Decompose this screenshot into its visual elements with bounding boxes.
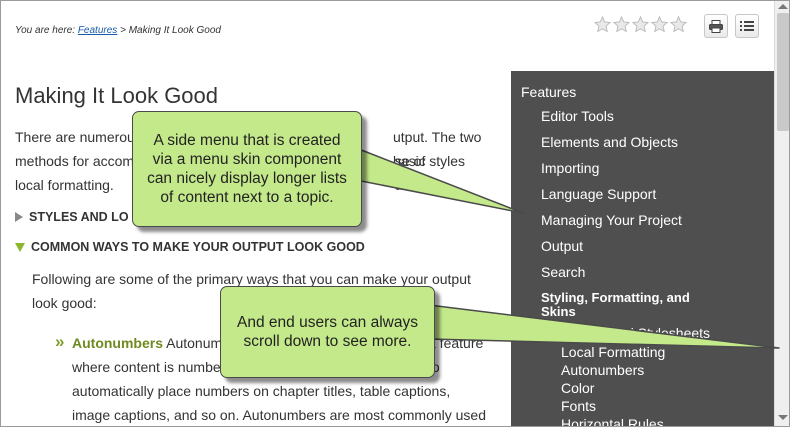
expand-arrow-icon [15,212,23,222]
intro-line-3: local formatting. [15,177,114,193]
sidemenu-item-editor-tools[interactable]: Editor Tools [541,108,614,124]
section-styles-label: STYLES AND LO [29,210,129,224]
autonumbers-line-2: where content is numbe [72,359,221,375]
sidemenu-item-importing[interactable]: Importing [541,160,600,176]
vertical-scrollbar[interactable] [774,1,789,426]
breadcrumb-current: Making It Look Good [128,25,221,36]
section-common-ways-label: COMMON WAYS TO MAKE YOUR OUTPUT LOOK GOO… [31,240,365,254]
side-menu: Features Editor Tools Elements and Objec… [511,71,774,427]
callout-side-menu: A side menu that is created via a menu s… [132,111,362,227]
sidemenu-item-language-support[interactable]: Language Support [541,186,657,202]
intro-line-1-start: There are numerou [15,129,135,145]
intro-line-2-start: methods for accom [15,153,135,169]
breadcrumb: You are here: Features > Making It Look … [15,25,221,36]
star-icon[interactable] [670,16,687,33]
sidemenu-item-local-formatting[interactable]: Local Formatting [561,344,666,360]
section-toggle-styles[interactable]: STYLES AND LO [15,210,129,224]
collapse-arrow-icon [15,242,25,252]
callout-scroll: And end users can always scroll down to … [220,286,435,378]
scroll-down-arrow-icon[interactable] [778,415,788,420]
section-toggle-common-ways[interactable]: COMMON WAYS TO MAKE YOUR OUTPUT LOOK GOO… [15,240,365,254]
autonumbers-line-4: image captions, and so on. Autonumbers a… [72,407,486,423]
autonumbers-line-1: Autonum [163,335,223,351]
scroll-up-arrow-icon[interactable] [778,4,788,9]
callout-1-pointer [350,145,524,214]
callout-side-menu-text: A side menu that is created via a menu s… [147,132,347,206]
callout-2-pointer [428,304,780,349]
sidemenu-item-color[interactable]: Color [561,380,595,396]
breadcrumb-link-features[interactable]: Features [77,25,118,36]
sidemenu-item-managing-project[interactable]: Managing Your Project [541,212,682,228]
printer-icon [709,19,723,33]
star-icon[interactable] [594,16,611,33]
bullet-arrow: » [55,332,65,351]
toc-button[interactable] [735,14,759,38]
star-icon[interactable] [651,16,668,33]
sidemenu-item-output[interactable]: Output [541,238,584,254]
sidemenu-active-line-2: Skins [541,304,576,319]
sidemenu-item-elements-objects[interactable]: Elements and Objects [541,134,678,150]
autonumbers-term: Autonumbers [72,335,163,351]
sidemenu-item-horizontal-rules[interactable]: Horizontal Rules [561,416,664,427]
print-button[interactable] [704,14,728,38]
callout-scroll-text: And end users can always scroll down to … [237,314,418,350]
sidemenu-item-features[interactable]: Features [521,84,577,100]
sidemenu-item-autonumbers[interactable]: Autonumbers [561,362,645,378]
sidemenu-item-fonts[interactable]: Fonts [561,398,597,414]
breadcrumb-prefix: You are here: [15,25,78,36]
autonumbers-paragraph: Autonumbers Autonum a feature where cont… [72,331,492,426]
sidemenu-item-styling-active[interactable]: Styling, Formatting, and Skins [541,291,690,319]
autonumbers-line-3: automatically place numbers on chapter t… [72,383,451,399]
scroll-thumb[interactable] [777,13,789,131]
following-paragraph: Following are some of the primary ways t… [32,271,471,311]
page-title: Making It Look Good [15,83,219,108]
list-icon [740,21,754,31]
star-rating[interactable] [594,16,687,33]
breadcrumb-separator: > [117,25,129,36]
star-icon[interactable] [613,16,630,33]
sidemenu-active-line-1: Styling, Formatting, and [541,290,690,305]
sidemenu-item-search[interactable]: Search [541,264,586,280]
star-icon[interactable] [632,16,649,33]
